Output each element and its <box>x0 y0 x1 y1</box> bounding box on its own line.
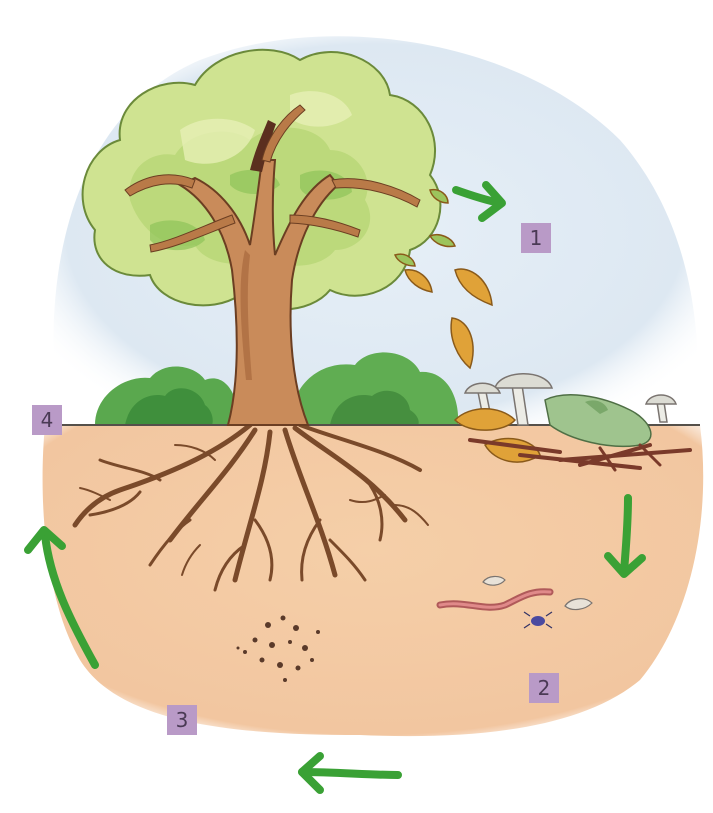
cycle-arrow-icon <box>302 756 398 790</box>
step-badge-2: 2 <box>529 673 559 703</box>
step-badge-4: 4 <box>32 405 62 435</box>
step-badge-3: 3 <box>167 705 197 735</box>
step-badge-1: 1 <box>521 223 551 253</box>
